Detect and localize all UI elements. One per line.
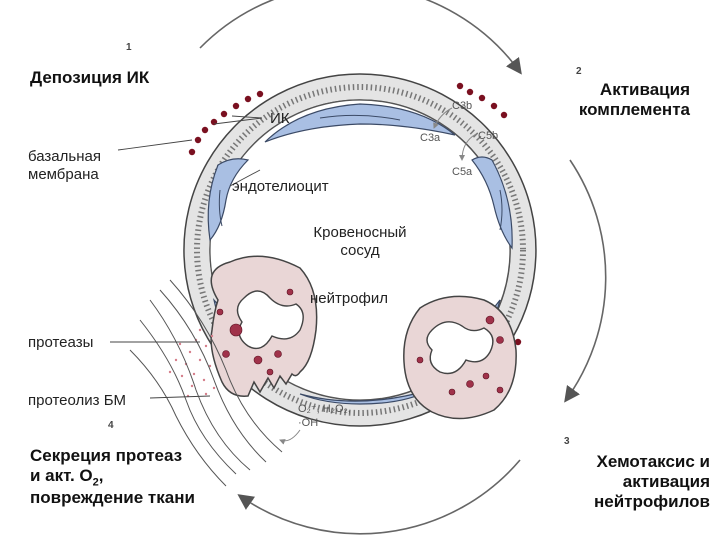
neutrophil-left-nucleus [236, 290, 304, 350]
basement-membrane [194, 84, 526, 416]
stage-number-4: 4 [108, 420, 114, 431]
label-reactive-oxygen-species: O₂⁻, H₂O₂, ·OH [298, 402, 351, 430]
label-ros-line1: O₂⁻, H₂O₂, [298, 403, 351, 415]
complement-arrows [433, 107, 477, 161]
stage-2-title-line1: Активация [599, 80, 690, 99]
label-vessel-line2: сосуд [340, 242, 380, 259]
label-immune-complex: ИК [270, 110, 290, 127]
stage-4-title: Секреция протеаз и акт. O2, повреждение … [30, 446, 195, 508]
stage-4-title-line2-tail: , [98, 466, 104, 485]
stage-4-title-line2-text: и акт. O [30, 466, 93, 485]
label-vessel: Кровеносный сосуд [290, 224, 430, 260]
label-basement-membrane-line2: мембрана [28, 166, 99, 183]
stage-4-title-line2: и акт. O2, [30, 466, 195, 488]
neutrophil-right-nucleus [426, 321, 494, 375]
stage-1-title: Депозиция ИК [30, 68, 150, 87]
damaged-tissue [129, 279, 283, 487]
stage-3-title: Хемотаксис и активация нейтрофилов [540, 452, 710, 512]
ros-arrow [279, 429, 301, 445]
stage-3-title-line2: активация [622, 472, 710, 491]
stage-3-title-line1: Хемотаксис и [596, 452, 710, 471]
label-vessel-line1: Кровеносный [313, 224, 407, 241]
label-c3a: C3a [420, 132, 441, 144]
cycle-arrows [199, 0, 607, 535]
stage-2-title: Активация комплемента [540, 80, 690, 120]
stage-2-title-line2: комплемента [578, 100, 690, 119]
label-basement-membrane: базальная мембрана [28, 148, 101, 184]
stage-3-title-line3: нейтрофилов [593, 492, 710, 511]
endothelial-cell-right [471, 156, 513, 250]
arrow-2-to-3 [564, 159, 607, 403]
label-bm-proteolysis: протеолиз БМ [28, 392, 127, 409]
leader-lines [110, 115, 263, 399]
label-ros-line2: ·OH [298, 417, 319, 429]
arrow-1-to-2 [199, 0, 522, 75]
label-neutrophil: нейтрофил [310, 290, 389, 307]
stage-number-3: 3 [564, 436, 570, 447]
endothelial-cell-left [207, 158, 250, 242]
stage-4-title-line1: Секреция протеаз [30, 446, 183, 465]
endothelial-cell-top [264, 103, 456, 143]
arrow-3-to-4 [237, 459, 521, 535]
stage-4-title-line2-sub: 2 [92, 476, 99, 489]
stage-number-1: 1 [126, 42, 132, 53]
label-basement-membrane-line1: базальная [28, 148, 101, 165]
label-c3b: C3b [452, 100, 473, 112]
label-c5a: C5a [452, 166, 473, 178]
neutrophil-left [210, 255, 318, 397]
stage-number-2: 2 [576, 66, 582, 77]
label-c5b: C5b [478, 130, 499, 142]
stage-4-title-line3: повреждение ткани [30, 488, 195, 508]
label-endothelial-cell: эндотелиоцит [232, 178, 329, 195]
label-proteases: протеазы [28, 334, 94, 351]
neutrophil-right [403, 295, 517, 420]
